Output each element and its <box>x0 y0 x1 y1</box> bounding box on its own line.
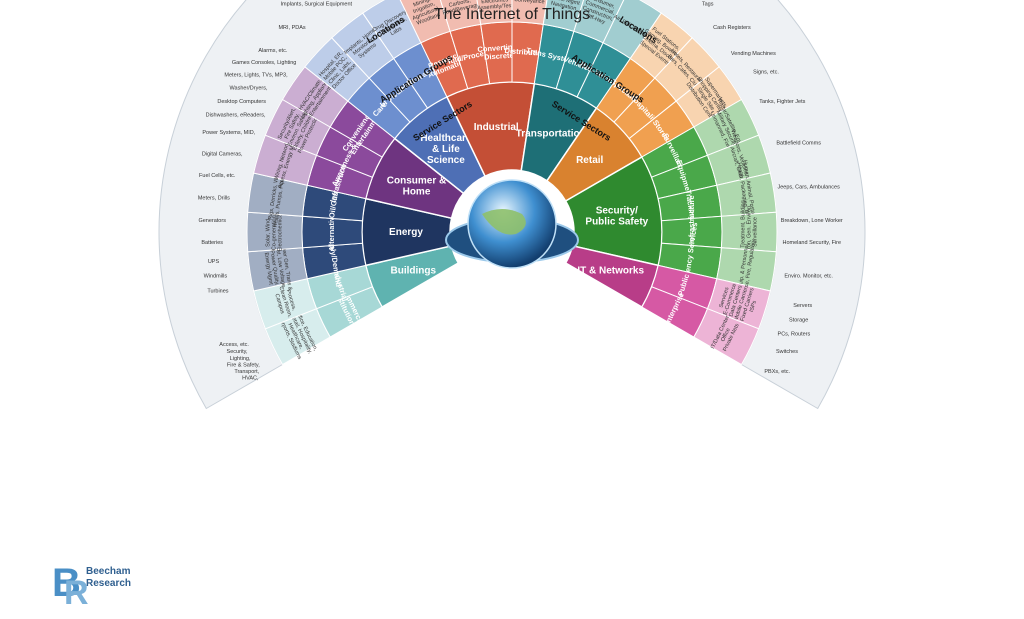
device-label: Tags <box>702 2 714 8</box>
device-label: Batteries <box>201 241 223 247</box>
location-label: Consumer,Commercial,Construction,Off-Hwy <box>579 0 618 29</box>
application-group[interactable]: VehiclesConsumer,Commercial,Construction… <box>555 0 641 98</box>
application-group[interactable]: Converting/Discrete Metals, Paper,Rubber/… <box>439 0 540 85</box>
location-label: Metals, Paper,Rubber/Plastic,Metalworkin… <box>475 0 515 12</box>
sector-it-networks[interactable]: IT & Networks PublicServicesE-CommerceDat… <box>564 244 813 376</box>
sector-buildings[interactable]: BuildingsCommercial/InstitutionalOffice,… <box>219 244 460 382</box>
device-label: Servers <box>793 303 812 309</box>
sector-label: Energy <box>389 227 423 238</box>
device-label: Transport, <box>234 370 259 376</box>
device-label: Generators <box>198 218 226 224</box>
sector-label: Retail <box>576 155 603 166</box>
device-label: Games Consoles, Lighting <box>232 60 297 66</box>
device-label: Washer/Dryers, <box>230 86 268 92</box>
sector-label: IT & Networks <box>577 265 644 276</box>
sector-label: Security/Public Safety <box>585 205 648 227</box>
sector-label: Industrial <box>474 122 519 133</box>
device-label: Digital Cameras, <box>202 152 243 158</box>
device-label: Windmills <box>204 274 228 280</box>
application-group-label: Converting/Discrete <box>477 42 521 62</box>
device-label: Meters, Lights, TVs, MP3, <box>224 73 288 79</box>
logo-r-icon: R <box>64 574 89 612</box>
device-label: Tanks, Fighter Jets <box>759 99 805 105</box>
device-label: Enviro. Monitor, etc. <box>784 274 833 280</box>
sector-industrial[interactable]: Industrial ResourceAutomationMining,Irrig… <box>350 0 551 178</box>
logo-line1: Beecham <box>86 566 131 577</box>
device-label: Battlefield Comms <box>776 141 821 147</box>
device-label: Signs, etc. <box>753 70 779 76</box>
device-label: Cash Registers <box>713 25 751 31</box>
application-group[interactable]: ResourceAutomationMining,Irrigation,Agri… <box>350 0 469 98</box>
location-label: Solar, Wind,Co-generation,Electrochemica… <box>266 213 284 252</box>
application-group[interactable]: Alternative Solar, Wind,Co-generation,Ele… <box>198 211 363 253</box>
device-label: Breakdown, Lone Worker <box>781 218 843 224</box>
device-label: Implants, Surgical Equipment <box>281 2 353 8</box>
device-label: Switches <box>776 349 798 355</box>
page-title: The Internet of Things <box>433 6 591 23</box>
device-label: Dishwashers, eReaders, <box>206 113 266 119</box>
device-label: PBXs, etc. <box>764 370 790 376</box>
location-wedge <box>693 308 760 366</box>
device-label: Fuel Cells, etc. <box>199 174 236 180</box>
application-group-label: Distribution <box>504 46 547 58</box>
device-label: UPS <box>208 259 220 265</box>
device-label: Fire & Safety, <box>227 363 260 369</box>
sector-label: Consumer &Home <box>387 175 446 197</box>
continent-icon <box>482 209 526 235</box>
application-group[interactable]: Trans SystemsTolls,Traffic MgmtNavigatio… <box>525 0 606 90</box>
device-label: Security, <box>227 349 248 355</box>
logo-b-icon: B <box>52 561 81 605</box>
sector-label: Buildings <box>391 265 437 276</box>
sector-label: Transportation <box>516 128 586 139</box>
device-label: Lighting, <box>230 356 251 362</box>
device-label: HVAC, <box>242 376 259 382</box>
device-label: Desktop Computers <box>217 99 266 105</box>
location-label: Pipelines,Mat'l Handling,Conveyance <box>511 0 549 6</box>
location-label: Water Treatment, BuildingEnviron, Gen. E… <box>741 200 759 263</box>
device-label: Access, etc. <box>219 343 249 349</box>
application-group-label: Public Infrastructure <box>687 195 696 268</box>
application-group-label: Oil/Gas <box>327 191 340 218</box>
device-label: PCs, Routers <box>778 332 811 338</box>
location-label: Tolls,Traffic MgmtNavigation <box>548 0 582 13</box>
application-group-label: Alternative <box>327 213 336 252</box>
device-label: Turbines <box>207 289 228 295</box>
device-label: Storage <box>789 318 808 324</box>
device-label: Homeland Security, Fire <box>782 241 841 247</box>
logo-line2: Research <box>86 578 131 589</box>
device-label: Power Systems, MID, <box>202 130 255 136</box>
application-group[interactable]: Public Infrastructure Water Treatment, Bu… <box>661 195 843 269</box>
device-label: Vending Machines <box>731 51 776 57</box>
device-label: Jeeps, Cars, Ambulances <box>777 185 840 191</box>
sector-transportation[interactable]: Transportation Trans SystemsTolls,Traffic… <box>516 0 674 182</box>
device-label: Meters, Drills <box>198 196 230 202</box>
device-label: Alarms, etc. <box>258 48 288 54</box>
device-label: MRI, PDAs <box>278 25 305 31</box>
